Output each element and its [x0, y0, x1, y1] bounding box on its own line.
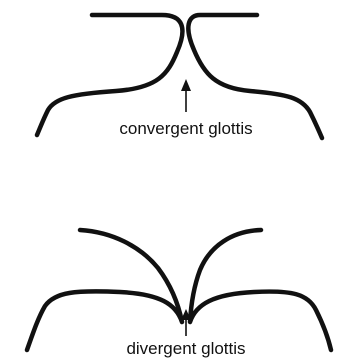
convergent-glottis-label: convergent glottis — [119, 119, 252, 138]
divergent-glottis-label: divergent glottis — [126, 339, 245, 358]
convergent-arrow-head — [181, 79, 191, 91]
convergent-left-vocal-fold — [37, 15, 182, 135]
divergent-glottis-figure: divergent glottis — [27, 230, 331, 358]
convergent-glottis-figure: convergent glottis — [37, 15, 322, 138]
divergent-left-vocal-fold — [27, 230, 182, 350]
divergent-right-vocal-fold — [190, 230, 331, 350]
